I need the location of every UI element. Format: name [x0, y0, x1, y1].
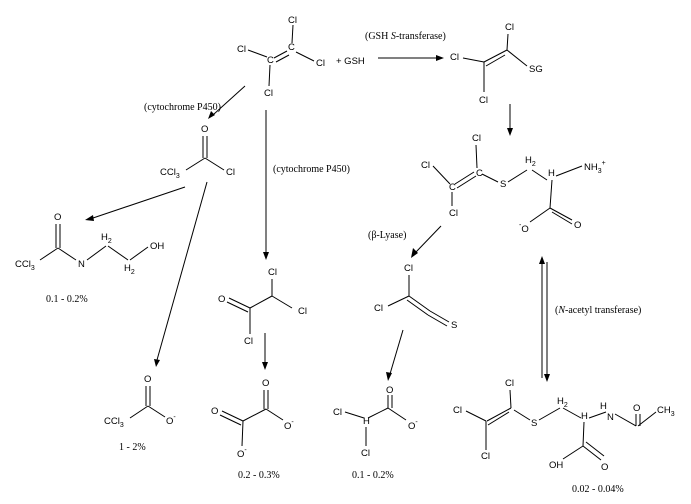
atom-nh3: NH3+ — [584, 160, 606, 175]
yield-tca: 1 - 2% — [119, 442, 146, 453]
atom-o: O — [211, 406, 218, 417]
atom-cl: Cl — [479, 95, 488, 106]
atom-o-minus: O- — [237, 447, 247, 460]
atom-oh: OH — [549, 460, 563, 471]
atom-s: S — [531, 418, 537, 429]
label-p450-left: (cytochrome P450) — [144, 102, 221, 113]
atom-cl: Cl — [244, 336, 253, 347]
atom-h2: H2 — [525, 155, 536, 168]
atom-h2: H2 — [557, 396, 568, 409]
label-gsh-s-transferase: (GSH S-transferase) — [365, 31, 446, 42]
atom-cl: Cl — [481, 451, 490, 462]
atom-cl: Cl — [404, 263, 413, 274]
dichlorothioketene: Cl Cl S — [374, 263, 457, 331]
yield-nac: 0.02 - 0.04% — [572, 484, 624, 495]
atom-o: O — [386, 385, 393, 396]
oxalate: O O O- O- — [211, 378, 294, 460]
atom-cl: Cl — [505, 378, 514, 389]
atom-o: O — [54, 212, 61, 223]
label-n-acetyl-transferase: (N-acetyl transferase) — [555, 305, 641, 316]
atom-n: N — [607, 412, 614, 423]
atom-cl: Cl — [288, 15, 297, 26]
atom-cl: Cl — [453, 405, 462, 416]
atom-cl: Cl — [449, 208, 458, 219]
atom-o: O — [262, 378, 269, 389]
atom-cl: Cl — [264, 88, 273, 99]
atom-c: C — [476, 168, 483, 179]
trichlorovinyl-glutathione: Cl Cl Cl SG — [450, 22, 543, 106]
atom-cl: Cl — [361, 448, 370, 459]
atom-s: S — [500, 179, 506, 190]
atom-ccl3: CCl3 — [15, 259, 35, 272]
atom-cl: Cl — [472, 133, 481, 144]
atom-cl: Cl — [421, 160, 430, 171]
atom-h: H — [581, 411, 588, 422]
atom-cl: Cl — [237, 44, 246, 55]
atom-ccl3: CCl3 — [104, 416, 124, 429]
atom-o-minus: O- — [284, 419, 294, 432]
yield-oxalate: 0.2 - 0.3% — [238, 470, 280, 481]
atom-h2: H2 — [101, 232, 112, 245]
atom-cl: Cl — [505, 22, 514, 33]
arrow-to-dca — [389, 329, 404, 375]
dichloroacetate: Cl Cl H O O- — [333, 385, 418, 459]
atom-cl: Cl — [298, 306, 307, 317]
atom-c: C — [288, 42, 295, 53]
yield-dcac: 0.1 - 0.2% — [46, 294, 88, 305]
n-acetyl-conjugate: Cl Cl Cl S H2 H H N O CH3 OH O — [453, 378, 675, 473]
atom-o-minus: -O — [519, 222, 529, 235]
arrow-lyase — [415, 225, 442, 253]
atom-o: O — [218, 294, 225, 305]
atom-o: O — [144, 374, 151, 385]
arrow-to-dcac — [92, 186, 186, 219]
atom-cl: Cl — [374, 303, 383, 314]
atom-ccl3: CCl3 — [160, 167, 180, 180]
atom-hn: H — [600, 401, 607, 412]
atom-cl: Cl — [333, 407, 342, 418]
label-beta-lyase: (β-Lyase) — [368, 230, 406, 241]
cysteine-conjugate: Cl Cl Cl C C S H2 H NH3+ O -O — [421, 133, 606, 235]
arrow-p450-left — [213, 85, 246, 115]
atom-sg: SG — [529, 64, 543, 75]
yield-dca: 0.1 - 0.2% — [352, 470, 394, 481]
atom-c: C — [267, 55, 274, 66]
atom-ch3: CH3 — [657, 405, 675, 418]
atom-o: O — [601, 462, 608, 473]
atom-oh: OH — [150, 241, 164, 252]
atom-o: O — [201, 124, 208, 135]
atom-o-minus: O- — [166, 414, 176, 427]
trichloroacetate: O CCl3 O- — [104, 374, 176, 429]
atom-h2: H2 — [124, 263, 135, 276]
atom-h: H — [548, 168, 555, 179]
arrow-to-tca — [156, 181, 208, 361]
trichloroacetyl-chloride: O CCl3 Cl — [160, 124, 235, 180]
atom-o-minus: O- — [408, 419, 418, 432]
atom-s: S — [451, 320, 457, 331]
atom-o: O — [633, 403, 640, 414]
plus-gsh: + GSH — [336, 56, 365, 67]
atom-cl: Cl — [226, 167, 235, 178]
atom-cl: Cl — [268, 267, 277, 278]
atom-o: O — [574, 220, 581, 231]
label-p450-mid: (cytochrome P450) — [273, 164, 350, 175]
atom-c: C — [449, 182, 456, 193]
oxalyl-chloride: Cl O Cl Cl — [218, 267, 307, 347]
atom-n: N — [78, 259, 85, 270]
atom-cl: Cl — [450, 52, 459, 63]
trichloroacetyl-ethanolamide: O CCl3 N H2 H2 OH — [15, 212, 164, 276]
atom-cl: Cl — [316, 58, 325, 69]
tetrachloroethylene: Cl Cl Cl Cl C C — [237, 15, 325, 99]
atom-h: H — [363, 416, 370, 427]
